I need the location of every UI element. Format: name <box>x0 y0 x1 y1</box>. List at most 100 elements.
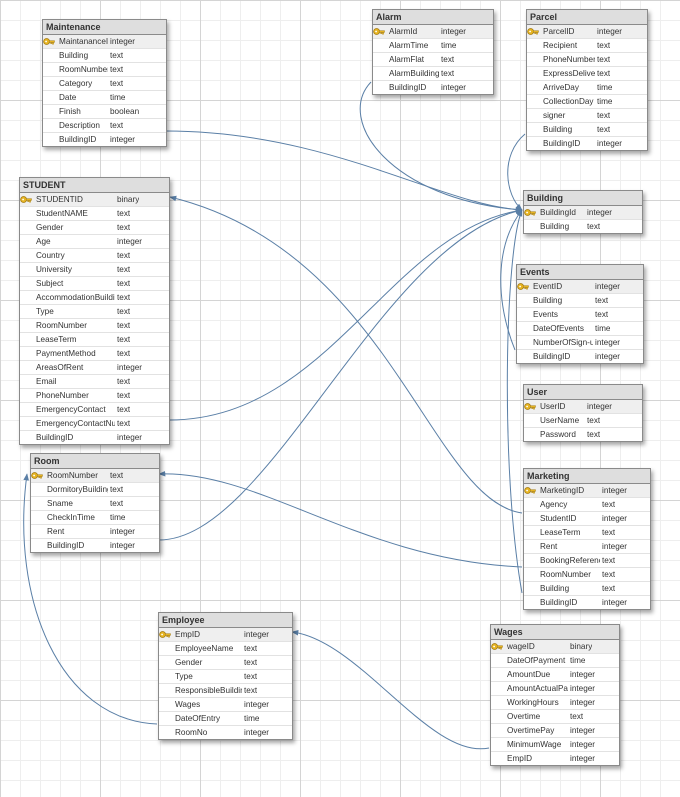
table-row[interactable]: ExpressDeliverytext <box>527 67 647 81</box>
table-row[interactable]: BookingReferencetext <box>524 554 650 568</box>
table-row[interactable]: AccommodationBuildingtext <box>20 291 169 305</box>
field-type: text <box>244 672 258 681</box>
field-name: DateOfEvents <box>533 324 584 333</box>
table-title: Wages <box>491 625 619 640</box>
field-type: integer <box>597 139 623 148</box>
table-maintenance[interactable]: MaintenanceMaintananceIDintegerBuildingt… <box>42 19 167 147</box>
table-row[interactable]: MaintananceIDinteger <box>43 35 166 49</box>
field-name: Password <box>540 430 576 439</box>
field-name: Description <box>59 121 100 130</box>
